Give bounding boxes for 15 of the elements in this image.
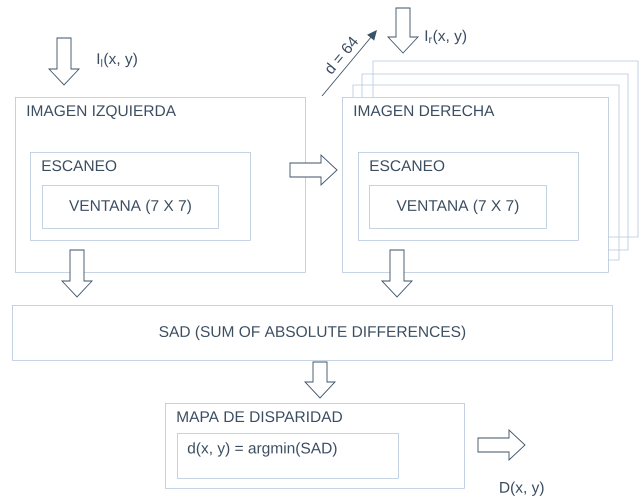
formula-box: d(x, y) = argmin(SAD): [177, 433, 399, 479]
window-box: VENTANA (7 X 7): [369, 185, 547, 229]
output-text: D(x, y): [500, 481, 544, 496]
block-arrow: [60, 250, 94, 298]
block-arrow: [304, 362, 336, 399]
block-arrow: [380, 250, 414, 298]
block-arrow: [386, 8, 420, 54]
edge-label: I$_{r}$(x, y): [423, 28, 468, 46]
edge-label: I$_{l}$(x, y): [95, 52, 139, 68]
block-arrow: [48, 38, 80, 86]
disparity-label: d = 64: [326, 36, 358, 74]
window-box: VENTANA (7 X 7): [42, 185, 219, 229]
process-box: SAD (SUM OF ABSOLUTE DIFFERENCES): [12, 305, 613, 361]
block-arrow: [478, 428, 526, 462]
block-arrow: [290, 154, 338, 186]
